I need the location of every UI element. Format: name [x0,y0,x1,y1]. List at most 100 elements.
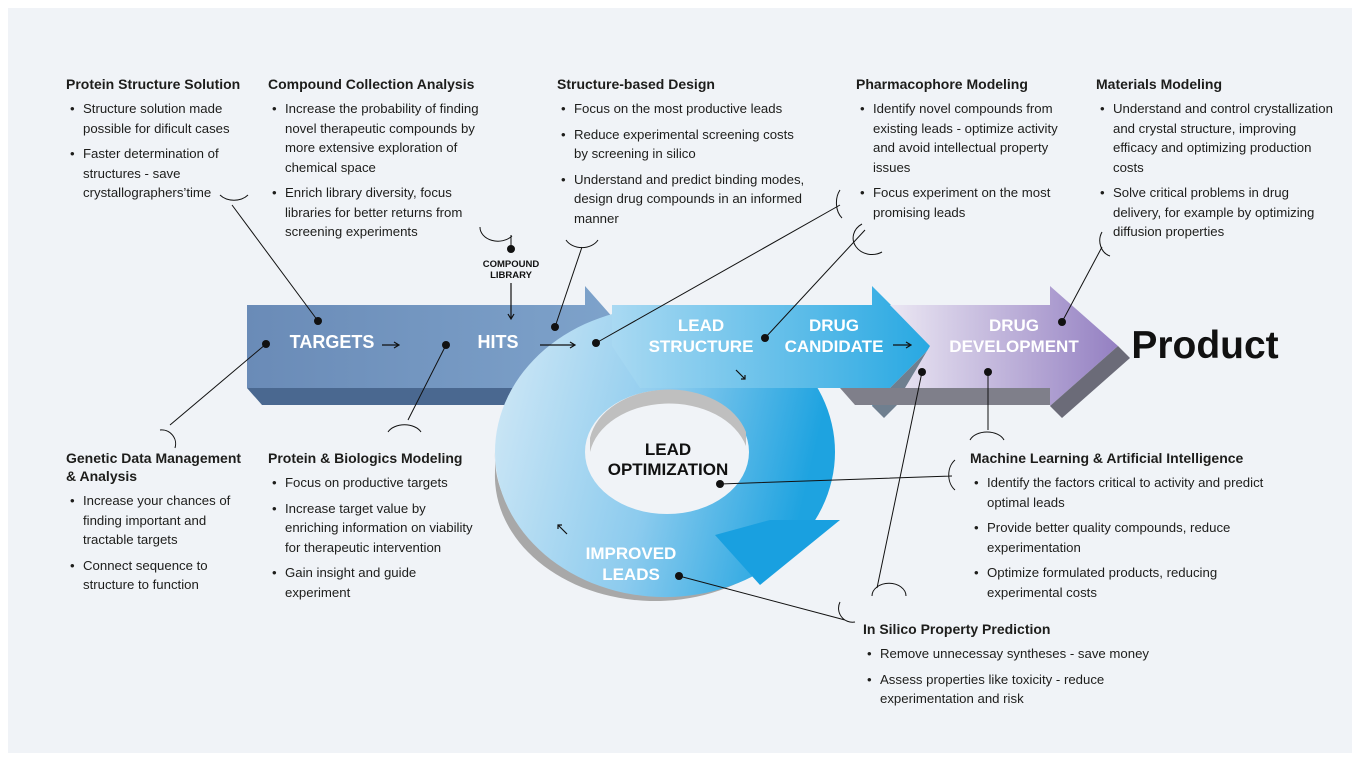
block-pharmacophore: Pharmacophore Modeling Identify novel co… [856,75,1071,228]
bullet-item: Focus on productive targets [268,473,473,493]
block-title: Machine Learning & Artificial Intelligen… [970,450,1244,466]
stage-drug-development-2: DEVELOPMENT [949,337,1079,356]
stage-hits: HITS [477,332,518,352]
bullet-item: Faster determination of structures - sav… [66,144,256,203]
connector-genetic [159,343,267,449]
stage-product: Product [1131,324,1278,367]
bullet-list: Increase your chances of finding importa… [66,491,246,595]
stage-targets: TARGETS [290,332,375,352]
arrow-ring-down [735,369,746,380]
block-materials: Materials Modeling Understand and contro… [1096,75,1336,248]
block-title: Pharmacophore Modeling [856,76,1028,92]
dot-biologics [442,341,450,349]
ring-inner-depth [590,389,746,452]
dot-genetic [262,340,270,348]
dot-lead [592,339,600,347]
bullet-item: Structure solution made possible for dif… [66,99,256,138]
block-ml-ai: Machine Learning & Artificial Intelligen… [970,449,1270,608]
block-title: Genetic Data Management & Analysis [66,450,242,484]
stage-lead-optimization-1: LEAD [645,440,691,459]
connector-biologics [387,344,447,433]
dot-development [1058,318,1066,326]
block-title: Compound Collection Analysis [268,76,475,92]
flow-arrows [382,283,913,535]
dot-candidate [918,368,926,376]
bullet-list: Focus on productive targets Increase tar… [268,473,473,602]
bullet-item: Solve critical problems in drug delivery… [1096,183,1336,242]
stage-drug-candidate-1: DRUG [809,316,859,335]
dot-dev-lower [984,368,992,376]
bullet-list: Identify the factors critical to activit… [970,473,1270,602]
bullet-item: Focus experiment on the most promising l… [856,183,1071,222]
bullet-list: Increase the probability of finding nove… [268,99,493,242]
block-title: Protein Structure Solution [66,76,241,92]
dot-structure [761,334,769,342]
block-protein-structure: Protein Structure Solution Structure sol… [66,75,256,209]
arrow-hits-lead [540,341,577,349]
bullet-item: Increase your chances of finding importa… [66,491,246,550]
bullet-item: Gain insight and guide experiment [268,563,473,602]
development-arrow-body [890,286,1118,406]
connector-in-silico-2 [871,371,923,597]
block-biologics: Protein & Biologics Modeling Focus on pr… [268,449,473,608]
connector-pharmacophore-2 [764,223,883,339]
arrow-library-down [507,283,515,321]
stage-drug-development-1: DRUG [989,316,1039,335]
stage-drug-candidate-2: CANDIDATE [785,337,884,356]
compound-library-2: LIBRARY [490,270,533,281]
development-arrow-depth-edge [1050,346,1130,418]
candidate-arrow-body [612,286,932,406]
bullet-item: Optimize formulated products, reducing e… [970,563,1270,602]
stage-lead-structure-2: STRUCTURE [649,337,754,356]
connector-in-silico [678,575,856,623]
stage-improved-leads-1: IMPROVED [586,544,677,563]
stage-lead-optimization-2: OPTIMIZATION [608,460,729,479]
bullet-item: Understand and control crystallization a… [1096,99,1336,177]
bullet-list: Understand and control crystallization a… [1096,99,1336,242]
dot-hits [551,323,559,331]
bullet-item: Increase the probability of finding nove… [268,99,493,177]
development-arrow-depth [840,388,1050,405]
bullet-item: Enrich library diversity, focus librarie… [268,183,493,242]
block-structure-based: Structure-based Design Focus on the most… [557,75,807,234]
block-title: In Silico Property Prediction [863,621,1051,637]
development-arrow [840,286,1130,418]
ring-arrow-head [715,520,840,585]
callout-connectors [159,189,1111,623]
bullet-item: Connect sequence to structure to functio… [66,556,246,595]
compound-library-1: COMPOUND [483,259,540,270]
block-genetic: Genetic Data Management & Analysis Incre… [66,449,246,601]
bullet-item: Reduce experimental screening costs by s… [557,125,807,164]
connector-structure-based [554,239,599,328]
bullet-item: Focus on the most productive leads [557,99,807,119]
connector-pharmacophore [595,189,843,344]
dot-targets [314,317,322,325]
bullet-item: Identify novel compounds from existing l… [856,99,1071,177]
connector-ml-ai [719,459,956,491]
bullet-item: Provide better quality compounds, reduce… [970,518,1270,557]
arrow-targets-hits [382,341,401,349]
dot-optimization [716,480,724,488]
bullet-list: Structure solution made possible for dif… [66,99,256,203]
block-title: Structure-based Design [557,76,715,92]
arrow-ring-up [557,524,568,535]
bullet-item: Understand and predict binding modes, de… [557,170,807,229]
stage-improved-leads-2: LEADS [602,565,660,584]
bullet-list: Remove unnecessay syntheses - save money… [863,644,1183,709]
bullet-item: Remove unnecessay syntheses - save money [863,644,1183,664]
arrow-candidate-dev [893,341,913,349]
callout-dots [262,245,1066,580]
bullet-list: Identify novel compounds from existing l… [856,99,1071,222]
bullet-item: Increase target value by enriching infor… [268,499,473,558]
bullet-list: Focus on the most productive leads Reduc… [557,99,807,228]
dot-improved [675,572,683,580]
block-title: Protein & Biologics Modeling [268,450,463,466]
block-in-silico: In Silico Property Prediction Remove unn… [863,620,1183,715]
dot-library [507,245,515,253]
main-arrow-depth [247,388,520,405]
bullet-item: Assess properties like toxicity - reduce… [863,670,1183,709]
bullet-item: Identify the factors critical to activit… [970,473,1270,512]
block-title: Materials Modeling [1096,76,1223,92]
